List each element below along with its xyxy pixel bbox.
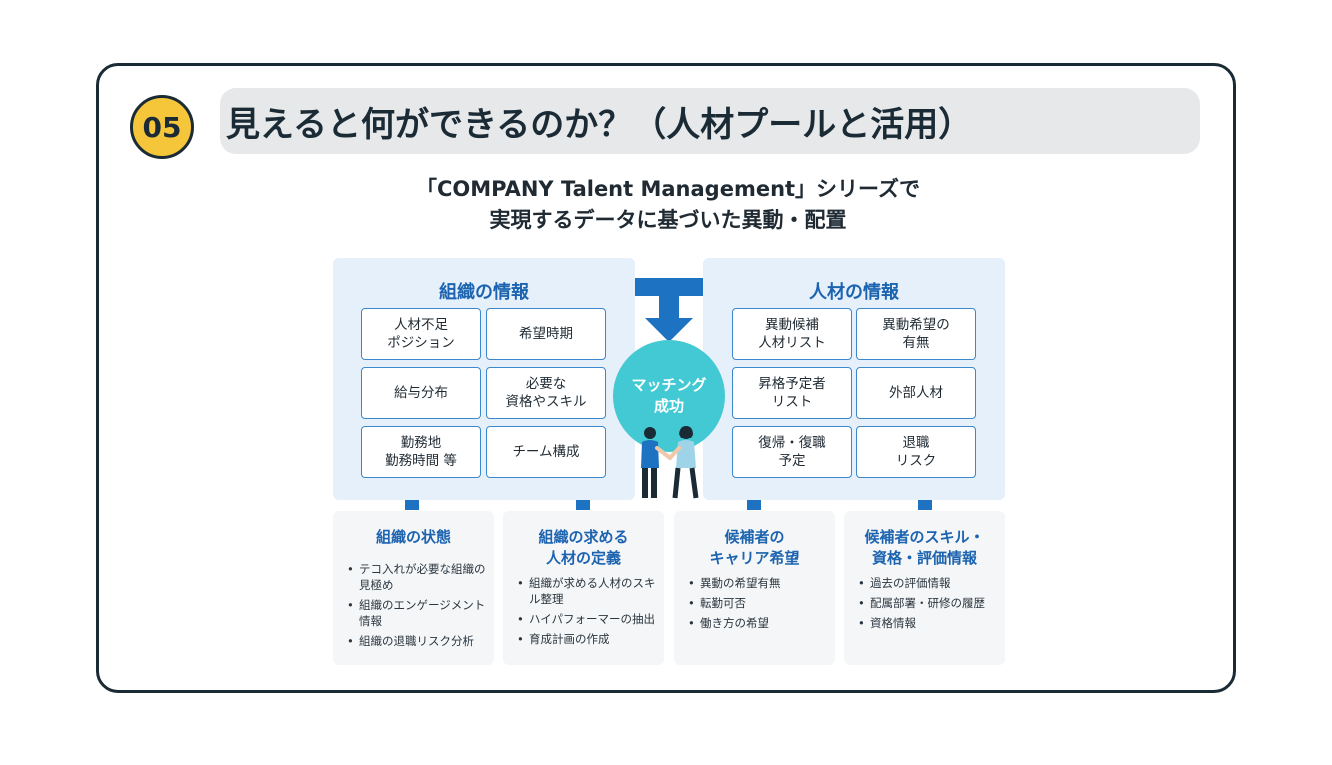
card-item-list: 過去の評価情報 配属部署・研修の履歴 資格情報 bbox=[858, 575, 997, 635]
list-item: 異動の希望有無 bbox=[688, 575, 827, 591]
section-number-badge: 05 bbox=[130, 95, 194, 159]
card-required-talent: 組織の求める 人材の定義 組織が求める人材のスキル整理 ハイパフォーマーの抽出 … bbox=[503, 511, 664, 665]
org-cell-salary-distribution: 給与分布 bbox=[361, 367, 481, 419]
card-title: 組織の求める 人材の定義 bbox=[538, 528, 629, 567]
list-item: ハイパフォーマーの抽出 bbox=[517, 611, 656, 627]
diagram-headline: 「COMPANY Talent Management」シリーズで 実現するデータ… bbox=[330, 174, 1006, 236]
down-arrow-icon bbox=[645, 296, 693, 342]
org-cell-desired-timing: 希望時期 bbox=[486, 308, 606, 360]
card-connector-tab bbox=[405, 500, 419, 510]
list-item: 資格情報 bbox=[858, 615, 997, 631]
list-item: テコ入れが必要な組織の見極め bbox=[347, 561, 486, 593]
list-item: 組織が求める人材のスキル整理 bbox=[517, 575, 656, 607]
org-cell-work-location: 勤務地 勤務時間 等 bbox=[361, 426, 481, 478]
organization-info-panel: 組織の情報 人材不足 ポジション 希望時期 給与分布 必要な 資格やスキル 勤務… bbox=[333, 258, 635, 500]
card-title: 候補者のスキル・ 資格・評価情報 bbox=[864, 528, 985, 567]
talent-cell-external-talent: 外部人材 bbox=[856, 367, 976, 419]
card-connector-tab bbox=[918, 500, 932, 510]
panel-connector-bar bbox=[635, 278, 703, 296]
card-organization-state: 組織の状態 テコ入れが必要な組織の見極め 組織のエンゲージメント情報 組織の退職… bbox=[333, 511, 494, 665]
card-item-list: 異動の希望有無 転勤可否 働き方の希望 bbox=[688, 575, 827, 635]
headline-line-2: 実現するデータに基づいた異動・配置 bbox=[489, 208, 847, 232]
talent-info-title: 人材の情報 bbox=[809, 282, 899, 303]
talent-info-panel: 人材の情報 異動候補 人材リスト 異動希望の 有無 昇格予定者 リスト 外部人材… bbox=[703, 258, 1005, 500]
list-item: 転勤可否 bbox=[688, 595, 827, 611]
organization-info-title: 組織の情報 bbox=[439, 282, 529, 303]
card-candidate-career-wish: 候補者の キャリア希望 異動の希望有無 転勤可否 働き方の希望 bbox=[674, 511, 835, 665]
talent-cell-transfer-wish: 異動希望の 有無 bbox=[856, 308, 976, 360]
card-item-list: 組織が求める人材のスキル整理 ハイパフォーマーの抽出 育成計画の作成 bbox=[517, 575, 656, 651]
org-cell-shortage-position: 人材不足 ポジション bbox=[361, 308, 481, 360]
section-title: 見えると何ができるのか？（人材プールと活用） bbox=[220, 88, 1200, 154]
headline-line-1: 「COMPANY Talent Management」シリーズで bbox=[415, 177, 921, 201]
talent-cell-resignation-risk: 退職 リスク bbox=[856, 426, 976, 478]
talent-cell-transfer-candidates: 異動候補 人材リスト bbox=[732, 308, 852, 360]
list-item: 配属部署・研修の履歴 bbox=[858, 595, 997, 611]
card-connector-tab bbox=[747, 500, 761, 510]
card-title: 組織の状態 bbox=[375, 528, 451, 546]
handshake-people-icon bbox=[641, 426, 699, 499]
card-candidate-skills: 候補者のスキル・ 資格・評価情報 過去の評価情報 配属部署・研修の履歴 資格情報 bbox=[844, 511, 1005, 665]
list-item: 過去の評価情報 bbox=[858, 575, 997, 591]
list-item: 育成計画の作成 bbox=[517, 631, 656, 647]
org-cell-required-skills: 必要な 資格やスキル bbox=[486, 367, 606, 419]
card-item-list: テコ入れが必要な組織の見極め 組織のエンゲージメント情報 組織の退職リスク分析 bbox=[347, 561, 486, 653]
talent-cell-promotion-list: 昇格予定者 リスト bbox=[732, 367, 852, 419]
org-cell-team-structure: チーム構成 bbox=[486, 426, 606, 478]
list-item: 組織のエンゲージメント情報 bbox=[347, 597, 486, 629]
list-item: 組織の退職リスク分析 bbox=[347, 633, 486, 649]
list-item: 働き方の希望 bbox=[688, 615, 827, 631]
content-frame bbox=[96, 63, 1236, 693]
card-title: 候補者の キャリア希望 bbox=[709, 528, 800, 567]
talent-cell-return-plan: 復帰・復職 予定 bbox=[732, 426, 852, 478]
matching-success-circle: マッチング 成功 bbox=[613, 340, 725, 452]
card-connector-tab bbox=[576, 500, 590, 510]
